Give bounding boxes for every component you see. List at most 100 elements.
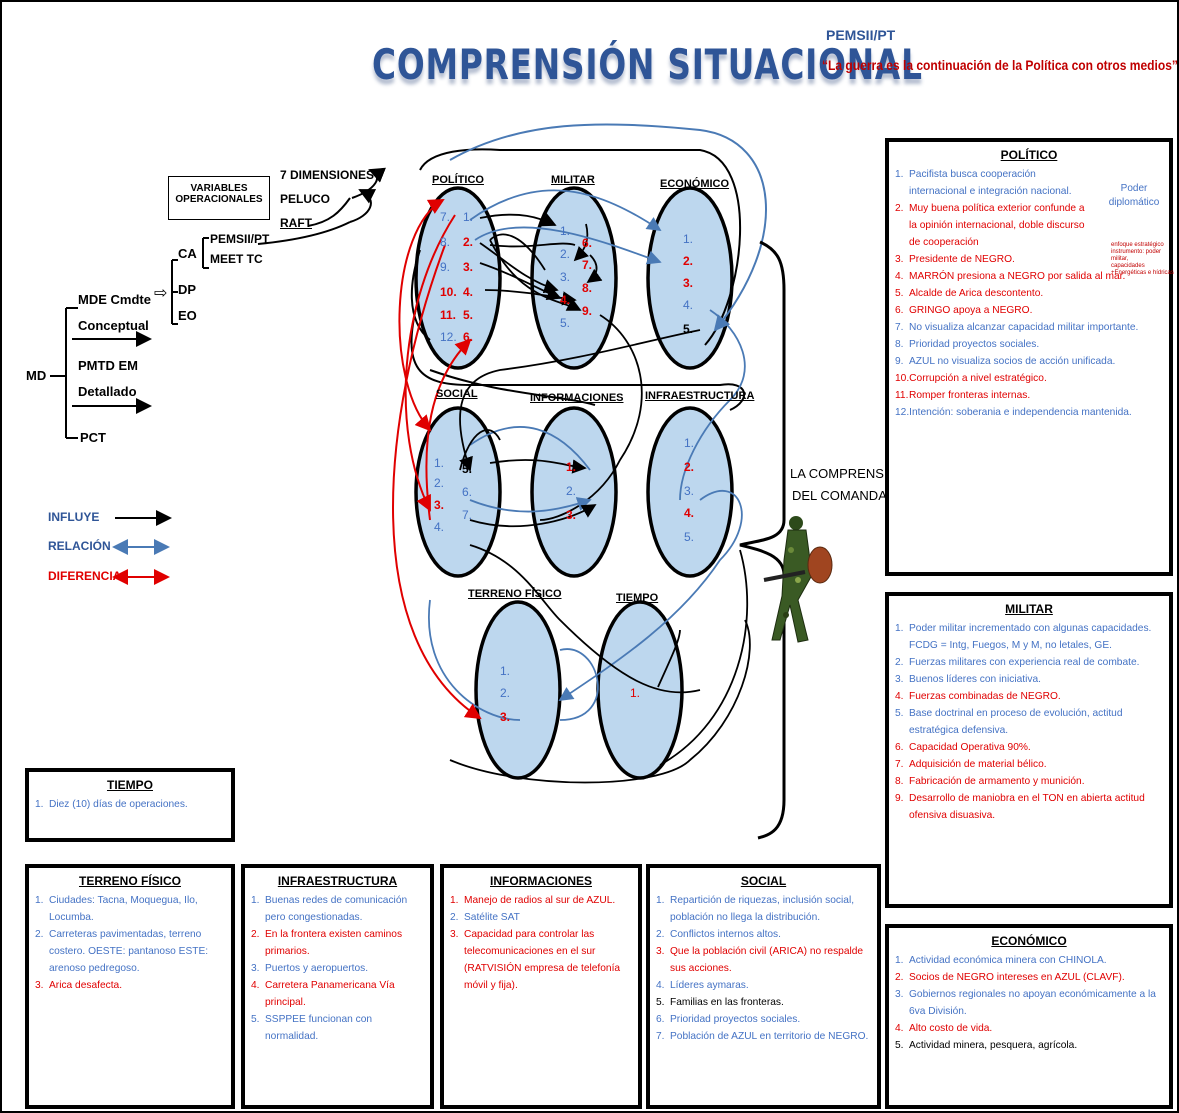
pemsii-label: PEMSII/PT <box>210 232 270 246</box>
box-informaciones-title: INFORMACIONES <box>490 874 592 888</box>
box-tiempo-list: 1.Diez (10) días de operaciones. <box>35 796 225 813</box>
soldier-figure <box>763 516 833 643</box>
pmtd-label: PMTD EM <box>78 358 138 373</box>
economico-item-text: Actividad minera, pesquera, agrícola. <box>909 1040 1078 1051</box>
box-economico-list: 1.Actividad económica minera con CHINOLA… <box>895 952 1163 1054</box>
box-terreno: TERRENO FÍSICO 1.Ciudades: Tacna, Moqueg… <box>25 864 235 1109</box>
box-economico: ECONÓMICO 1.Actividad económica minera c… <box>885 924 1173 1109</box>
infraestructura-item: 4.Carretera Panamericana Vía principal. <box>251 977 424 1011</box>
box-militar-title: MILITAR <box>1005 602 1053 616</box>
social-item: 3.Que la población civil (ARICA) no resp… <box>656 943 871 977</box>
infraestructura-item-text: Puertos y aeropuertos. <box>265 963 369 974</box>
politico-item-text: Alcalde de Arica descontento. <box>909 288 1044 299</box>
politico-item-number: 3. <box>895 254 904 265</box>
militar-item-text: Base doctrinal en proceso de evolución, … <box>909 708 1123 736</box>
politico-item-number: 9. <box>895 356 904 367</box>
politico-item-text: Prioridad proyectos sociales. <box>909 339 1040 350</box>
militar-item: 9.Desarrollo de maniobra en el TON en ab… <box>895 790 1163 824</box>
md-label: MD <box>26 368 47 383</box>
dim-label-terreno: TERRENO FÍSICO <box>468 588 562 600</box>
economico-item: 2.Socios de NEGRO intereses en AZUL (CLA… <box>895 969 1163 986</box>
politico-item-number: 10. <box>895 373 910 384</box>
infraestructura-item: 3.Puertos y aeropuertos. <box>251 960 424 977</box>
legend-influye: INFLUYE <box>48 510 100 524</box>
militar-item-text: Buenos líderes con iniciativa. <box>909 674 1041 685</box>
economico-item: 5. Actividad minera, pesquera, agrícola. <box>895 1037 1163 1054</box>
box-terreno-list: 1.Ciudades: Tacna, Moquegua, Ilo, Locumb… <box>35 892 225 994</box>
comprension-label-2: DEL COMANDANTE <box>792 488 913 503</box>
social-item-number: 1. <box>656 895 665 906</box>
tiempo-item-number: 1. <box>35 799 44 810</box>
box-economico-title: ECONÓMICO <box>991 934 1067 948</box>
dim-label-militar: MILITAR <box>551 174 595 186</box>
social-item-text: Prioridad proyectos sociales. <box>670 1014 801 1025</box>
box-politico: POLÍTICO 1. Pacifista busca cooperación i… <box>885 138 1174 576</box>
box-militar-list: 1.Poder militar incrementado con algunas… <box>895 620 1163 824</box>
infraestructura-item-text: Buenas redes de comunicación pero conges… <box>265 895 408 923</box>
box-politico-title: POLÍTICO <box>1000 148 1058 162</box>
militar-item: 1.Poder militar incrementado con algunas… <box>895 620 1163 654</box>
terreno-item-number: 3. <box>35 980 44 991</box>
dim-label-tiempo: TIEMPO <box>616 592 659 604</box>
legend-diferencia: DIFERENCIA <box>48 569 122 583</box>
social-item: 5.Familias en las fronteras. <box>656 994 871 1011</box>
infraestructura-item-number: 2. <box>251 929 260 940</box>
terreno-item: 3.Arica desafecta. <box>35 977 225 994</box>
ca-label: CA <box>178 246 197 261</box>
militar-item: 3.Buenos líderes con iniciativa. <box>895 671 1163 688</box>
politico-item: 10.Corrupción a nivel estratégico. <box>895 370 1163 387</box>
social-item-number: 5. <box>656 997 665 1008</box>
politico-item-text: No visualiza alcanzar capacidad militar … <box>909 322 1139 333</box>
infraestructura-item-number: 1. <box>251 895 260 906</box>
box-social: SOCIAL 1.Repartición de riquezas, inclus… <box>646 864 881 1109</box>
infraestructura-item-number: 4. <box>251 980 260 991</box>
dim-label-informaciones: INFORMACIONES <box>530 392 624 404</box>
infraestructura-item: 5.SSPPEE funcionan con normalidad. <box>251 1011 424 1045</box>
social-item: 2. Conflictos internos altos. <box>656 926 871 943</box>
militar-item-text: Poder militar incrementado con algunas c… <box>909 623 1152 651</box>
box-informaciones: INFORMACIONES 1.Manejo de radios al sur … <box>440 864 642 1109</box>
social-item: 1.Repartición de riquezas, inclusión soc… <box>656 892 871 926</box>
informaciones-item-text: Manejo de radios al sur de AZUL. <box>464 895 616 906</box>
conceptual-label: Conceptual <box>78 318 149 333</box>
box-infraestructura: INFRAESTRUCTURA 1.Buenas redes de comuni… <box>241 864 434 1109</box>
politico-item: 1. Pacifista busca cooperación internacio… <box>895 166 1163 200</box>
militar-item-number: 7. <box>895 759 904 770</box>
terreno-item-text: Ciudades: Tacna, Moquegua, Ilo, Locumba. <box>49 895 198 923</box>
social-item: 7.Población de AZUL en territorio de NEG… <box>656 1028 871 1045</box>
mde-label: MDE Cmdte <box>78 292 151 307</box>
social-item-number: 7. <box>656 1031 665 1042</box>
politico-item-text: MARRÓN presiona a NEGRO por salida al ma… <box>909 271 1126 282</box>
economico-item-number: 5. <box>895 1040 904 1051</box>
comprension-label-1: LA COMPRENSIÓN <box>790 466 908 481</box>
militar-item: 8.Fabricación de armamento y munición. <box>895 773 1163 790</box>
detallado-label: Detallado <box>78 384 137 399</box>
politico-item-text: Pacifista busca cooperación internaciona… <box>909 169 1072 197</box>
politico-item-text: Corrupción a nivel estratégico. <box>909 373 1047 384</box>
infraestructura-item-number: 5. <box>251 1014 260 1025</box>
militar-item: 7. Adquisición de material bélico. <box>895 756 1163 773</box>
militar-item-text: Adquisición de material bélico. <box>909 759 1047 770</box>
informaciones-item: 2.Satélite SAT <box>450 909 632 926</box>
militar-item: 6.Capacidad Operativa 90%. <box>895 739 1163 756</box>
politico-item-number: 8. <box>895 339 904 350</box>
box-tiempo: TIEMPO 1.Diez (10) días de operaciones. <box>25 768 235 842</box>
informaciones-item: 3.Capacidad para controlar las telecomun… <box>450 926 632 994</box>
politico-item-number: 4. <box>895 271 904 282</box>
economico-item-number: 2. <box>895 972 904 983</box>
politico-item: 3.Presidente de NEGRO. <box>895 251 1163 268</box>
militar-item: 2.Fuerzas militares con experiencia real… <box>895 654 1163 671</box>
pct-label: PCT <box>80 430 106 445</box>
social-item-text: Conflictos internos altos. <box>670 929 781 940</box>
infraestructura-item: 2.En la frontera existen caminos primari… <box>251 926 424 960</box>
dim-label-economico: ECONÓMICO <box>660 178 730 190</box>
militar-item-text: Fuerzas militares con experiencia real d… <box>909 657 1140 668</box>
militar-item-text: Desarrollo de maniobra en el TON en abie… <box>909 793 1145 821</box>
politico-item-number: 1. <box>895 169 904 180</box>
politico-item-number: 5. <box>895 288 904 299</box>
meet-label: MEET TC <box>210 252 263 266</box>
militar-item-text: Fabricación de armamento y munición. <box>909 776 1085 787</box>
social-item-number: 2. <box>656 929 665 940</box>
militar-item: 5.Base doctrinal en proceso de evolución… <box>895 705 1163 739</box>
politico-item: 6.GRINGO apoya a NEGRO. <box>895 302 1163 319</box>
